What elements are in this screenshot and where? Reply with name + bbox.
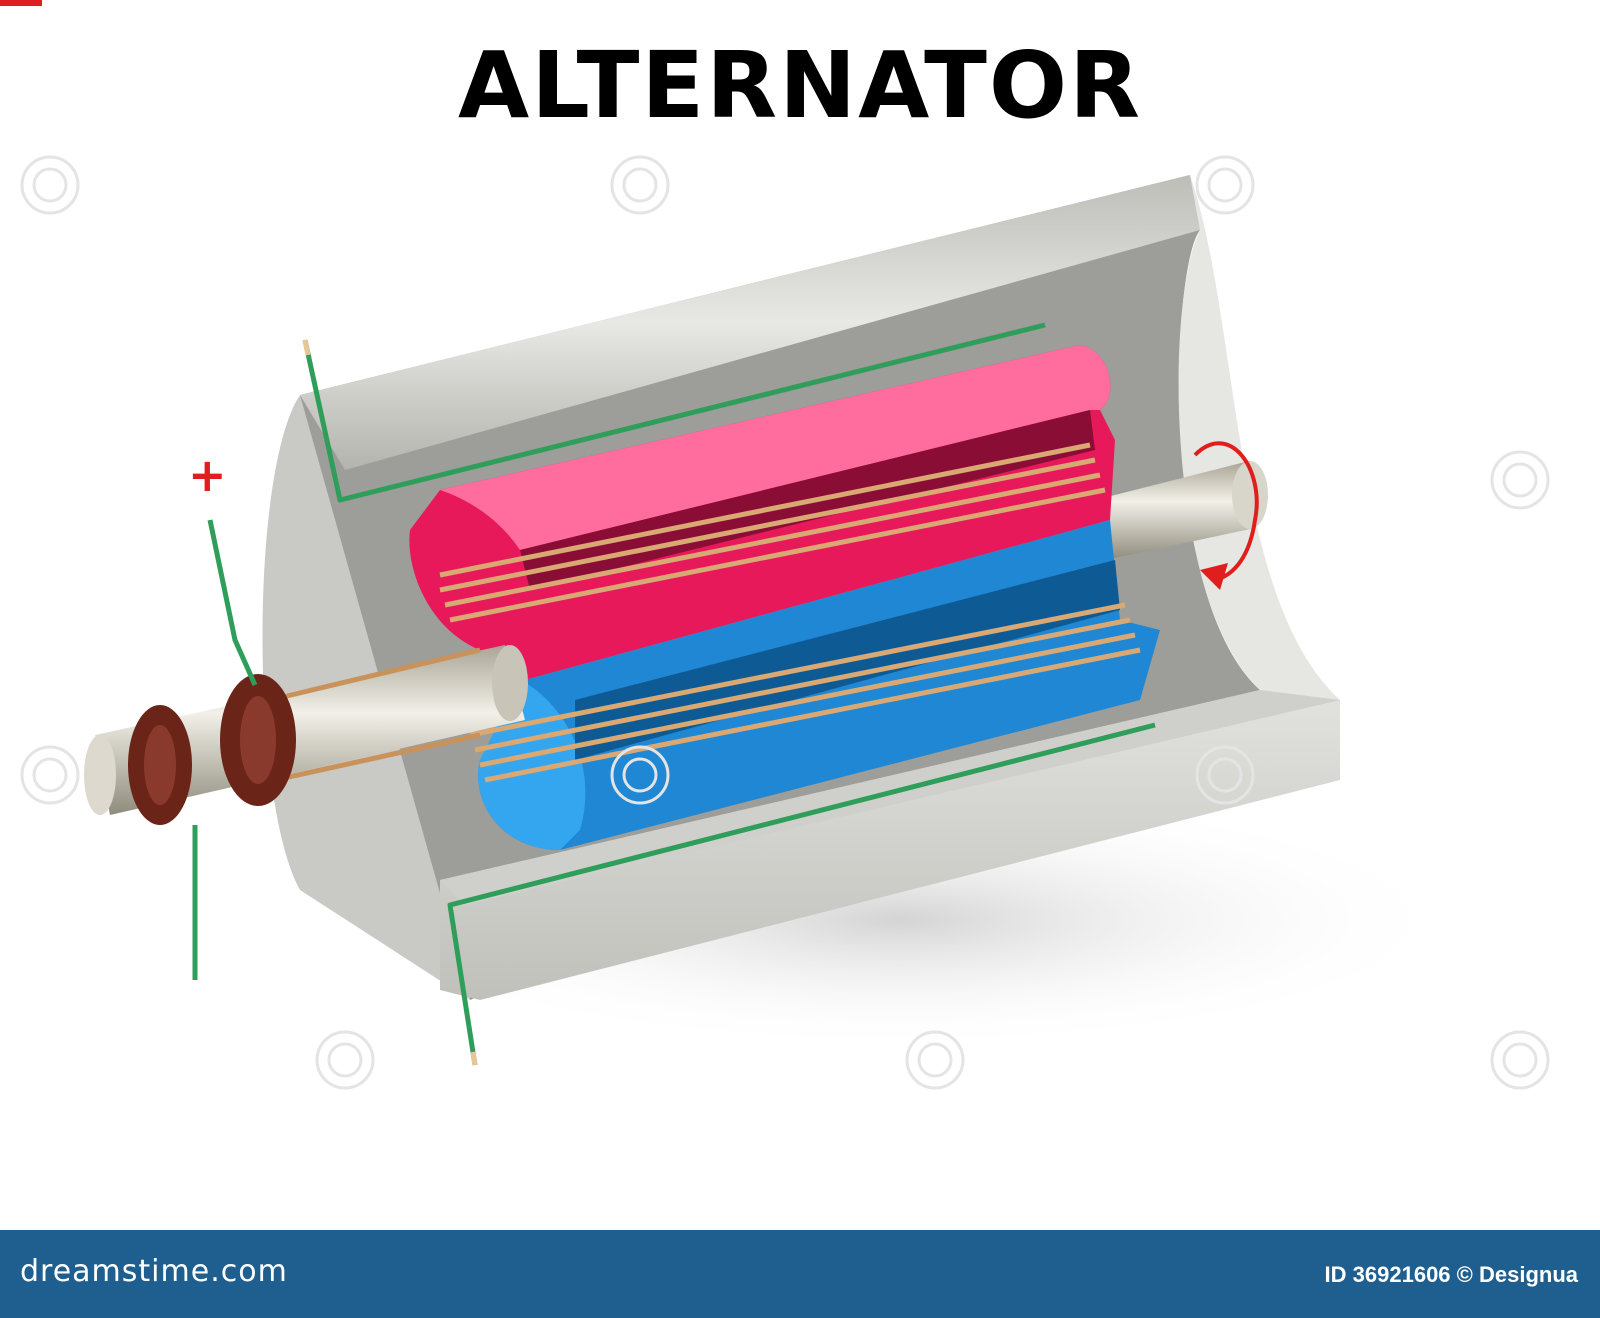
shaft-front <box>95 645 525 815</box>
slip-rings <box>128 674 296 825</box>
shaft-front-end <box>84 735 116 815</box>
rotor-north-pole-top <box>440 345 1111 550</box>
alternator-diagram <box>20 155 1550 1090</box>
shaft-rear <box>1095 462 1255 560</box>
brush-leads <box>192 519 258 980</box>
brand-logo: dreamstime.com <box>20 1254 288 1289</box>
housing-bottom-slab <box>440 690 1340 1000</box>
housing-top-slab <box>300 175 1200 470</box>
shaft-rear-end <box>1232 461 1268 529</box>
negative-terminal-label <box>0 0 42 6</box>
stock-footer-bar: dreamstime.com ID 36921606 © Designua <box>0 1230 1600 1318</box>
watermark-spiral-icon <box>20 155 1550 1090</box>
stator-winding <box>302 322 1156 1066</box>
rotation-arrow-icon <box>1193 441 1259 582</box>
slip-ring-leads <box>269 647 481 783</box>
rotation-arrowhead <box>1200 563 1228 590</box>
positive-terminal-label: + <box>188 448 227 502</box>
stock-id-credit: ID 36921606 © Designua <box>1324 1262 1578 1287</box>
diagram-title: ALTERNATOR <box>458 32 1142 139</box>
housing-back-face <box>1178 175 1340 760</box>
shaft-shoulder <box>492 645 528 721</box>
field-windings <box>439 442 1141 783</box>
